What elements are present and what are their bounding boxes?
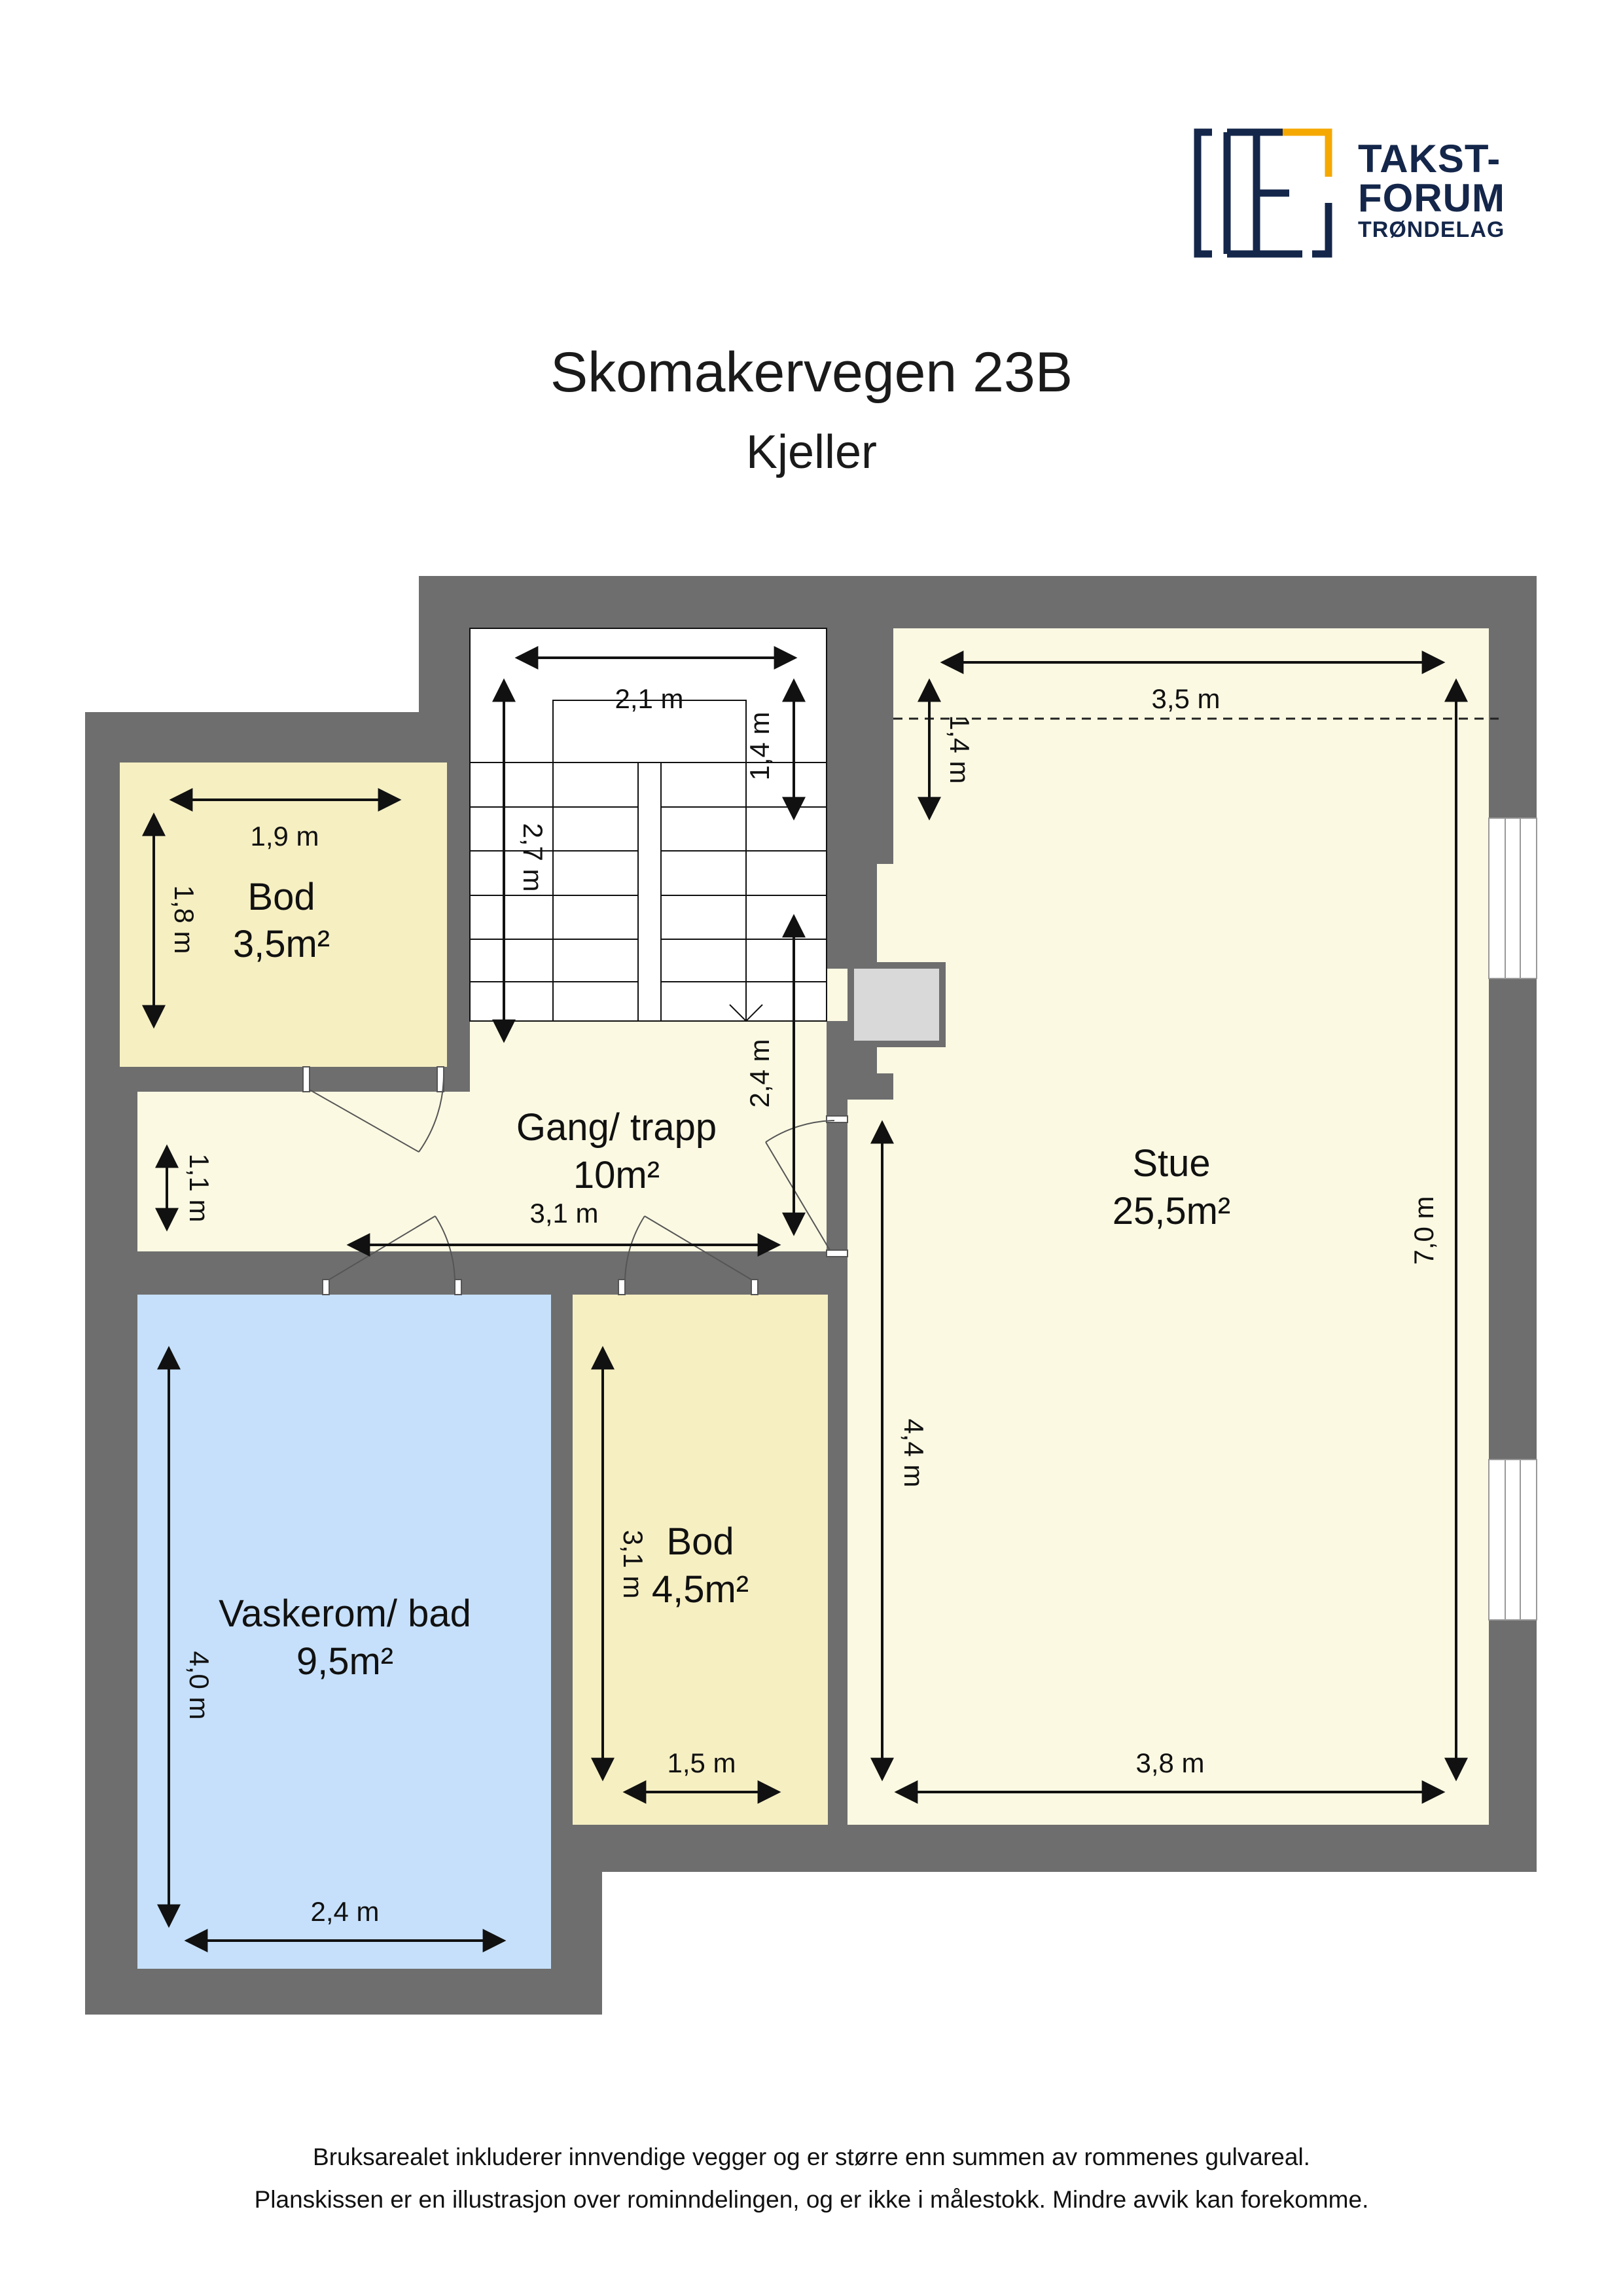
room-gang <box>137 969 847 1251</box>
windows <box>1488 817 1537 1621</box>
disclaimer-area: Bruksarealet inkluderer innvendige vegge… <box>313 2144 1310 2170</box>
room-bod-lower <box>573 1295 828 1825</box>
room-area-gang: 10m² <box>573 1154 660 1196</box>
room-name-vaskerom: Vaskerom/ bad <box>219 1592 471 1635</box>
dim-label-bod-lower-height: 3,1 m <box>618 1530 649 1598</box>
door-bod-upper <box>302 1066 445 1153</box>
dim-label-stair-length: 2,7 m <box>518 823 548 891</box>
room-stue <box>847 628 1489 1825</box>
logo-bracket-left <box>1194 128 1212 258</box>
dim-label-gang-width: 3,1 m <box>529 1198 598 1229</box>
logo-accent <box>1283 128 1332 177</box>
dim-label-vaskerom-height: 4,0 m <box>184 1651 215 1719</box>
room-name-gang: Gang/ trapp <box>516 1106 717 1149</box>
page-title: Skomakervegen 23B <box>550 341 1073 404</box>
dim-label-stue-bottom-width: 3,8 m <box>1135 1748 1204 1778</box>
dim-label-stair-right: 1,4 m <box>744 711 775 780</box>
dim-label-vaskerom-width: 2,4 m <box>310 1896 379 1927</box>
room-labels: Bod 3,5m² Gang/ trapp 10m² Stue 25,5m² V… <box>219 876 1230 1683</box>
logo-text-takst: TAKST- <box>1358 137 1501 181</box>
dim-label-bod-upper-height: 1,8 m <box>169 885 200 954</box>
floor-subtitle: Kjeller <box>745 426 878 478</box>
dim-label-bod-upper-width: 1,9 m <box>250 821 319 852</box>
dimension-labels: 1,9 m 1,8 m 2,1 m 1,4 m 2,7 m 3,5 m 1,4 … <box>169 683 1439 1927</box>
logo-text-forum: FORUM <box>1358 176 1505 220</box>
dim-label-stue-height: 7,0 m <box>1408 1196 1439 1265</box>
dim-label-stue-niche: 1,4 m <box>944 715 975 783</box>
disclaimer-scale: Planskissen er en illustrasjon over romi… <box>254 2186 1369 2213</box>
dim-label-stue-left: 4,4 m <box>899 1418 929 1487</box>
room-area-bod-upper: 3,5m² <box>233 923 330 965</box>
dim-label-gang-lower-right: 2,4 m <box>744 1039 775 1107</box>
dim-label-stair-width: 2,1 m <box>615 683 683 714</box>
chimney-inner <box>854 969 939 1041</box>
dim-label-stue-top-width: 3,5 m <box>1151 683 1220 714</box>
takstforum-logo <box>1194 128 1332 258</box>
room-vaskerom <box>137 1295 551 1969</box>
room-area-bod-lower: 4,5m² <box>652 1568 749 1611</box>
dim-label-bod-lower-width: 1,5 m <box>667 1748 736 1778</box>
interior-walls <box>120 762 847 1857</box>
room-bod-upper <box>120 762 447 1067</box>
logo-text-trondelag: TRØNDELAG <box>1358 217 1505 242</box>
room-area-stue: 25,5m² <box>1113 1190 1231 1232</box>
dimension-lines <box>142 646 1468 1952</box>
room-name-stue: Stue <box>1132 1142 1210 1185</box>
room-name-bod-upper: Bod <box>247 876 315 918</box>
room-name-bod-lower: Bod <box>666 1520 734 1563</box>
dim-label-gang-left: 1,1 m <box>184 1153 215 1222</box>
stair-area <box>470 628 827 1021</box>
stair-direction-arrow <box>729 1004 763 1022</box>
room-area-vaskerom: 9,5m² <box>296 1640 393 1683</box>
